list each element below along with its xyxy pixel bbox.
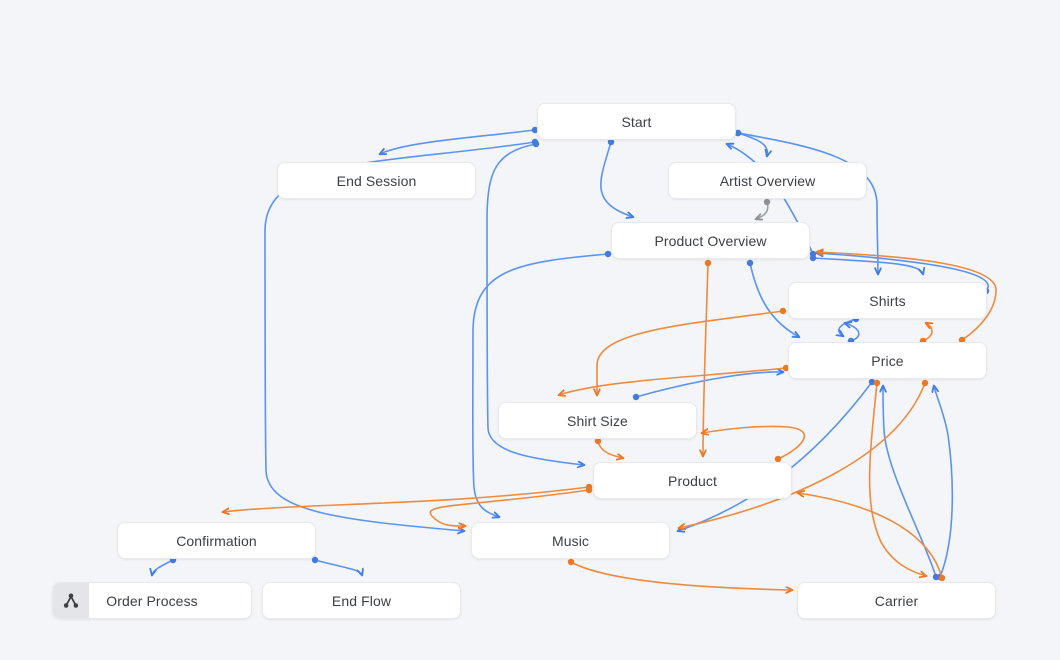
flow-node-order-process[interactable]: Order Process	[52, 582, 252, 619]
edge-price-to-music[interactable]	[679, 383, 925, 528]
edge-confirmation-to-end-flow[interactable]	[315, 560, 362, 575]
edge-price-to-product-overview[interactable]	[817, 252, 997, 340]
flow-node-music[interactable]: Music	[471, 522, 670, 559]
node-label: End Session	[336, 172, 417, 189]
node-label: End Flow	[331, 592, 392, 609]
flow-node-product-overview[interactable]: Product Overview	[611, 222, 810, 259]
edge-shirt-size-to-product[interactable]	[598, 441, 623, 458]
flow-node-carrier[interactable]: Carrier	[797, 582, 996, 619]
edge-start-to-end-session[interactable]	[380, 130, 535, 154]
flow-node-start[interactable]: Start	[537, 103, 736, 140]
node-label: Artist Overview	[719, 172, 816, 189]
edge-price-to-shirt-size[interactable]	[559, 368, 786, 395]
node-label: Shirt Size	[567, 412, 628, 429]
node-label: Carrier	[874, 592, 919, 609]
subflow-icon	[53, 583, 89, 618]
edge-confirmation-to-order-process[interactable]	[152, 560, 173, 575]
edge-carrier-to-price[interactable]	[934, 386, 954, 577]
node-label: Product	[668, 472, 717, 489]
flow-node-shirts[interactable]: Shirts	[788, 282, 987, 319]
node-label: Confirmation	[176, 532, 257, 549]
flow-node-shirt-size[interactable]: Shirt Size	[498, 402, 697, 439]
flow-node-end-flow[interactable]: End Flow	[262, 582, 461, 619]
edge-artist-overview-to-product-overview[interactable]	[756, 202, 768, 219]
edge-product-to-music[interactable]	[429, 490, 589, 526]
node-label: Order Process	[106, 592, 198, 609]
flow-node-confirmation[interactable]: Confirmation	[117, 522, 316, 559]
flow-node-artist-overview[interactable]: Artist Overview	[668, 162, 867, 199]
edge-music-to-carrier[interactable]	[571, 562, 792, 590]
edge-carrier-to-product[interactable]	[798, 493, 942, 578]
node-label: Price	[871, 352, 904, 369]
node-label: Start	[621, 113, 652, 130]
flow-node-price[interactable]: Price	[788, 342, 987, 379]
edge-start-to-product-overview[interactable]	[600, 142, 633, 217]
flow-node-end-session[interactable]: End Session	[277, 162, 476, 199]
node-label: Music	[551, 532, 590, 549]
flow-node-product[interactable]: Product	[593, 462, 792, 499]
node-label: Product Overview	[654, 232, 767, 249]
node-label: Shirts	[869, 292, 906, 309]
